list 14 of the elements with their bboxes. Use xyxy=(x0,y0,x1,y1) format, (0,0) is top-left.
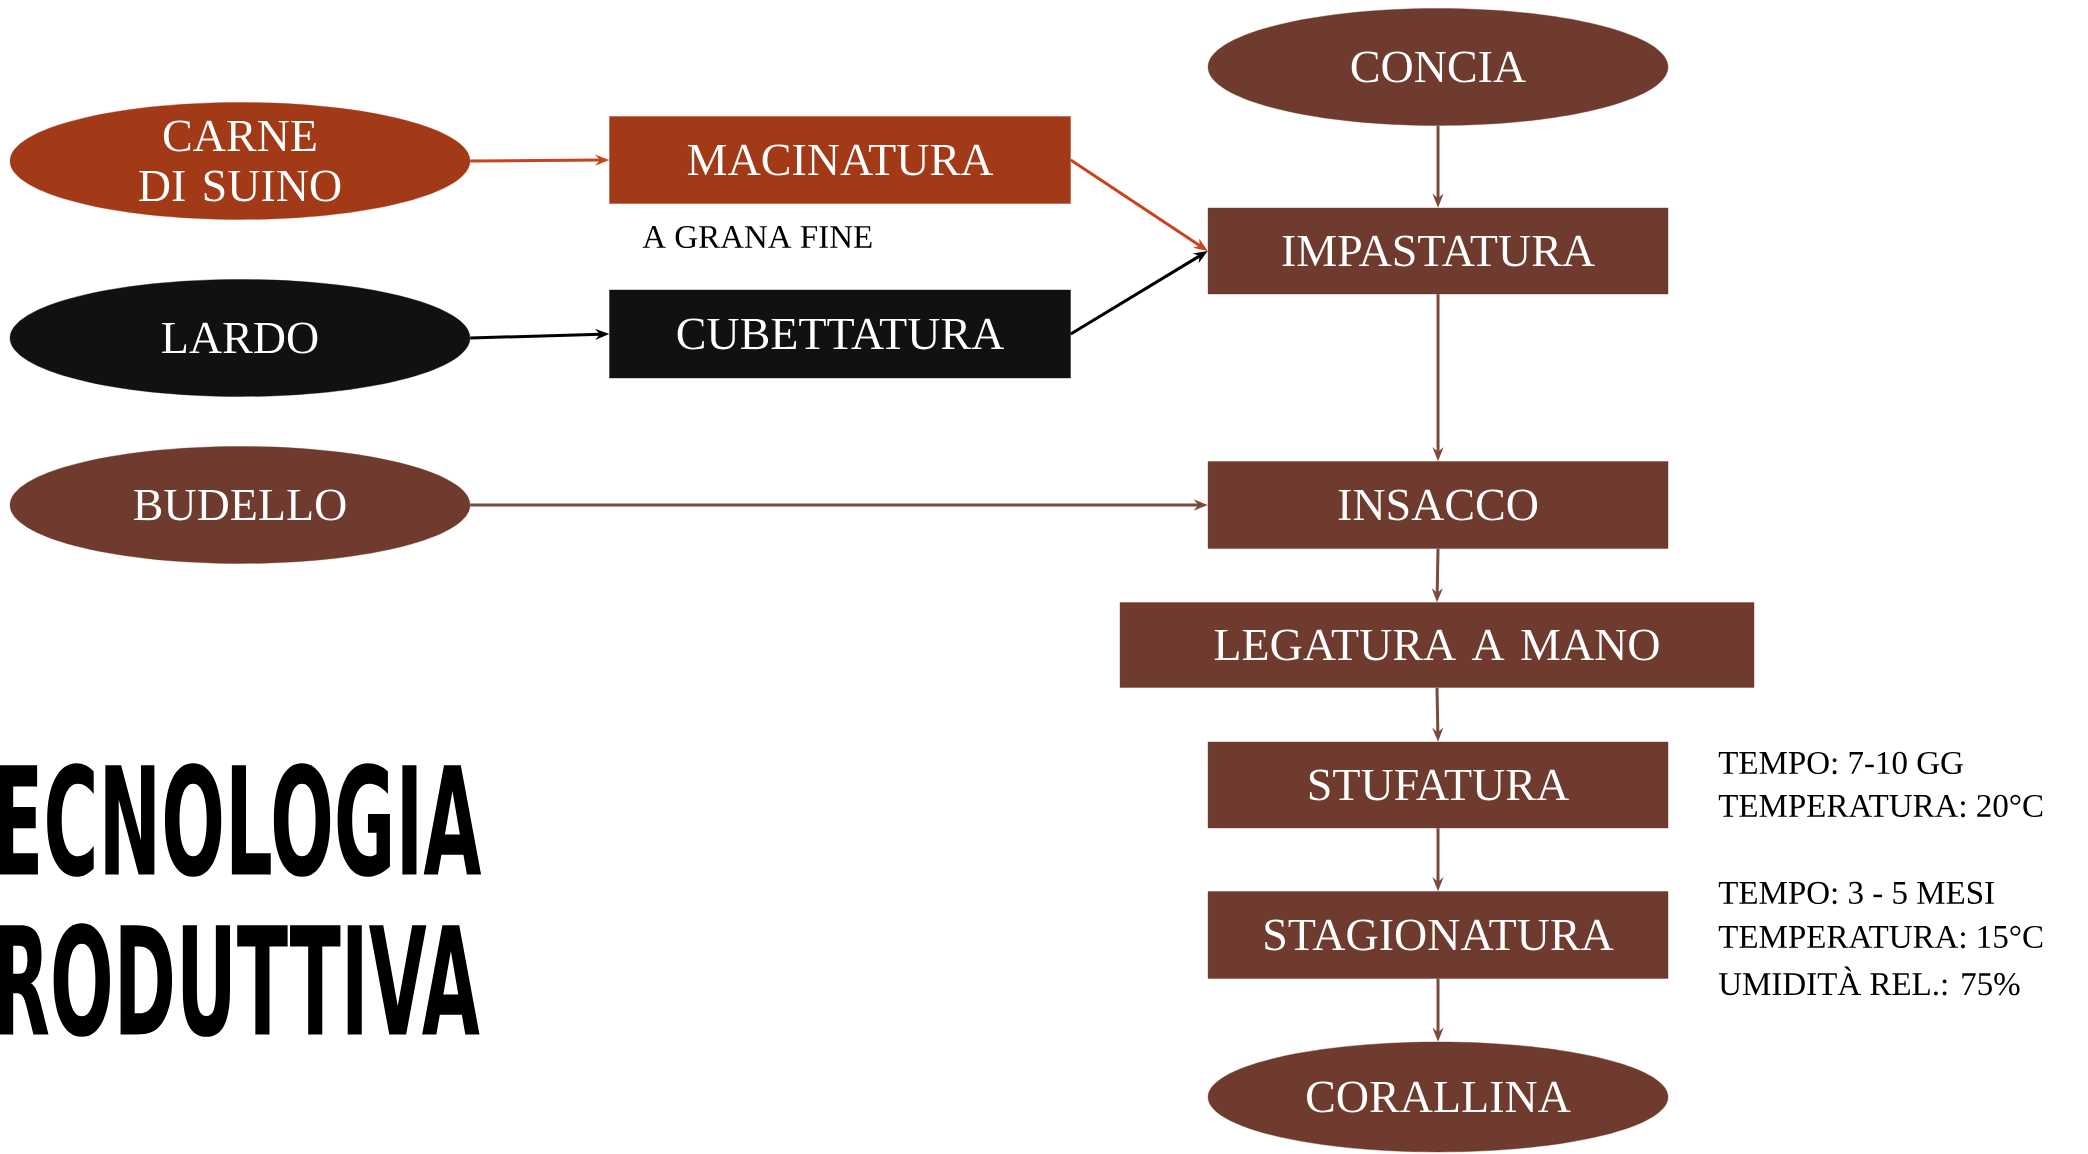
note-text: TEMPERATURA: 15°C xyxy=(1718,925,2043,949)
process-box: IMPASTATURA xyxy=(1207,207,1669,295)
process-box: CUBETTATURA xyxy=(609,289,1071,379)
process-box: INSACCO xyxy=(1207,461,1669,549)
process-box: STAGIONATURA xyxy=(1207,891,1669,979)
note-text: TEMPO: 7-10 GG xyxy=(1718,751,1963,775)
note-text: TEMPERATURA: 20°C xyxy=(1718,794,2043,818)
process-box: LEGATURA A MANO xyxy=(1119,602,1755,688)
note-text: A GRANA FINE xyxy=(642,225,872,249)
title: ECNOLOGIA RODUTTIVA xyxy=(0,763,482,1037)
note-text: UMIDITÀ REL.: 75% xyxy=(1718,966,2020,996)
process-box: MACINATURA xyxy=(609,116,1071,204)
process-box: STUFATURA xyxy=(1207,741,1669,829)
note-text: TEMPO: 3 - 5 MESI xyxy=(1718,881,1994,905)
